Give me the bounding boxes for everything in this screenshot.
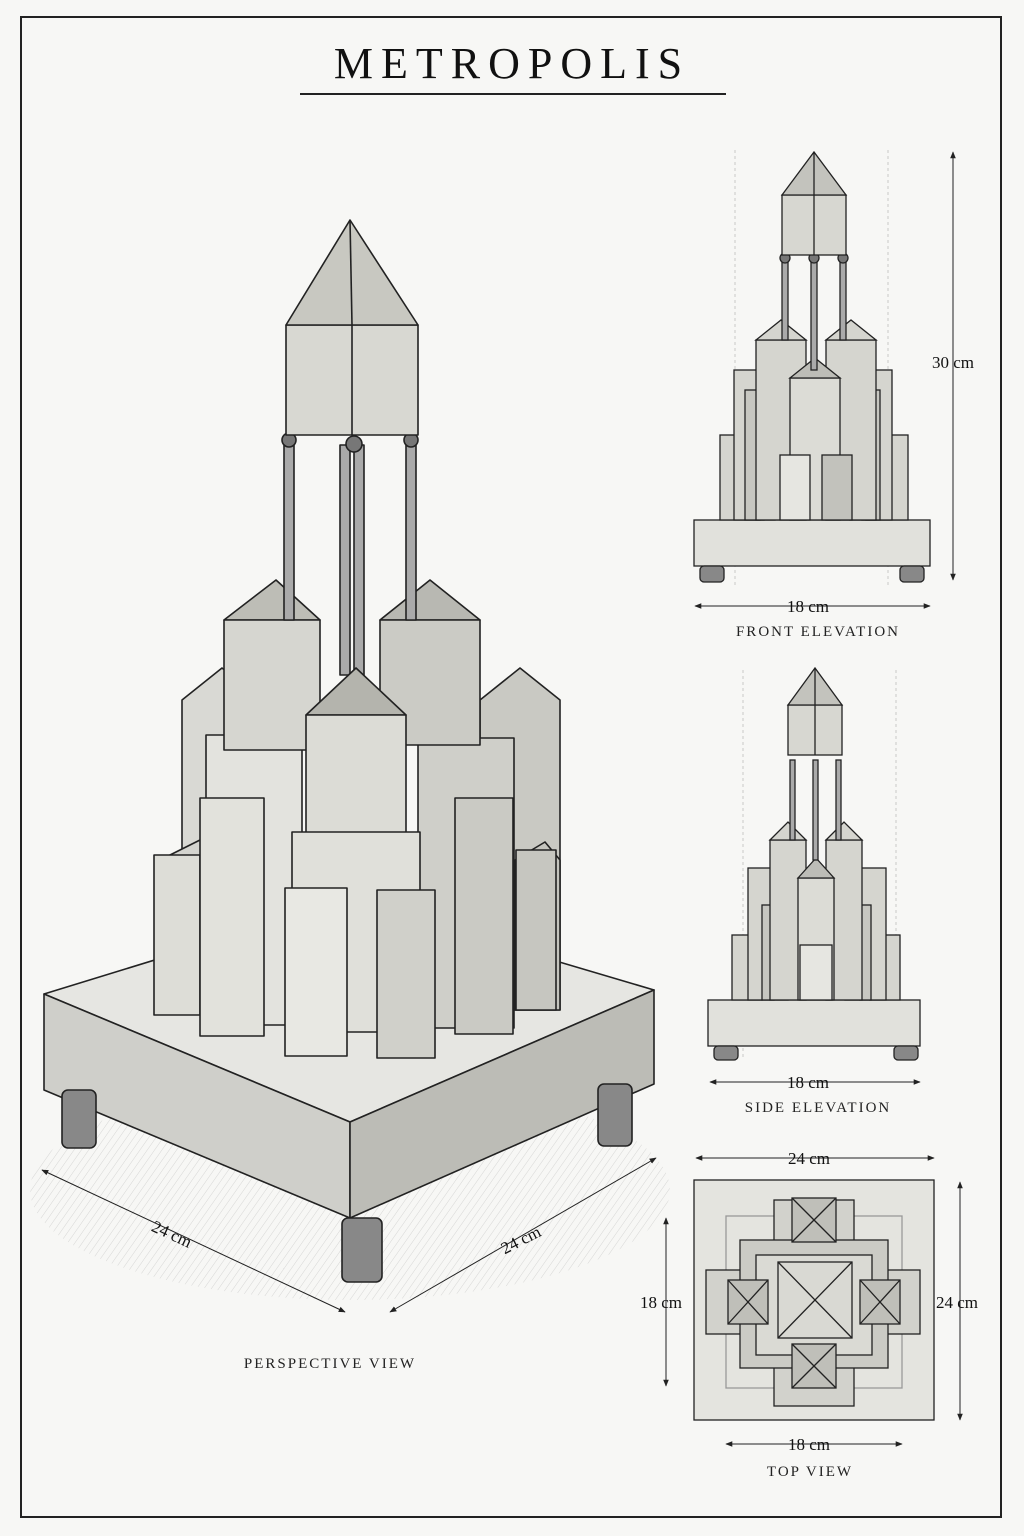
drawing-frame: [20, 16, 1002, 1518]
top-dim-right: 24 cm: [936, 1293, 978, 1312]
spire-tower-left: [223, 579, 321, 751]
side-elevation-caption: SIDE ELEVATION: [744, 1100, 892, 1116]
side-elevation: [707, 666, 921, 1085]
front-elevation-caption: FRONT ELEVATION: [735, 624, 901, 640]
mast-joints: [281, 432, 419, 453]
foot-right: [597, 1083, 633, 1147]
top-view: [663, 1155, 963, 1447]
front-dim-height: 30 cm: [932, 353, 974, 372]
foot-front: [341, 1217, 383, 1283]
foot-left: [61, 1089, 97, 1149]
perspective-dim-right-line: [389, 1157, 657, 1313]
perspective-view: [30, 219, 670, 1313]
front-bars: [199, 797, 514, 1059]
crown-block: [285, 219, 419, 436]
side-dim-width: 18 cm: [787, 1073, 829, 1092]
front-elevation: [693, 150, 956, 609]
title-underline: [300, 93, 726, 95]
drawing-title: METROPOLIS: [333, 39, 691, 88]
top-dim-bottom: 18 cm: [788, 1435, 830, 1454]
top-view-pyramids: [727, 1197, 901, 1389]
front-dim-width: 18 cm: [787, 597, 829, 616]
top-dim-left: 18 cm: [640, 1293, 682, 1312]
top-dim-top: 24 cm: [788, 1149, 830, 1168]
perspective-dim-left-line: [41, 1169, 346, 1313]
top-view-caption: TOP VIEW: [766, 1464, 854, 1480]
perspective-caption: PERSPECTIVE VIEW: [243, 1356, 417, 1372]
